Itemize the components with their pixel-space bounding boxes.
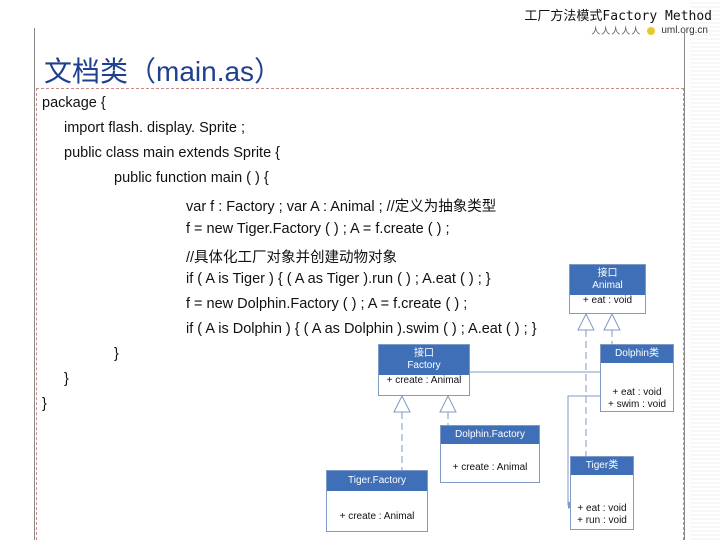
- code-line-8: if ( A is Tiger ) { ( A as Tiger ).run (…: [186, 271, 491, 287]
- uml-dolphin-factory-ops: + create : Animal: [452, 462, 528, 473]
- code-line-10: if ( A is Dolphin ) { ( A as Dolphin ).s…: [186, 321, 537, 337]
- code-line-5: var f : Factory ; var A : Animal ; //定义为…: [186, 199, 497, 215]
- factory-dependency-line: [470, 371, 605, 380]
- uml-dolphin-factory-class: Dolphin.Factory + create : Animal: [440, 425, 540, 483]
- uml-factory-ops: + create : Animal: [386, 375, 462, 386]
- code-line-4: public function main ( ) {: [114, 170, 269, 186]
- right-decor-strip: [690, 0, 720, 540]
- uml-animal-interface: 接口 Animal + eat : void: [569, 264, 646, 314]
- tigerfactory-realization-arrow: [393, 394, 411, 413]
- uml-animal-title: 接口 Animal: [570, 265, 645, 295]
- frame-right-line: [684, 28, 685, 540]
- code-line-9: f = new Dolphin.Factory ( ) ; A = f.crea…: [186, 296, 468, 312]
- uml-tiger-factory-title: Tiger.Factory: [327, 471, 427, 491]
- code-line-12: }: [64, 371, 69, 387]
- uml-dolphin-class: Dolphin类 + eat : void + swim : void: [600, 344, 674, 412]
- header-bar: 工厂方法模式Factory Method: [0, 0, 720, 26]
- code-line-2: import flash. display. Sprite ;: [64, 120, 246, 136]
- code-line-7: //具体化工厂对象并创建动物对象: [186, 250, 398, 266]
- code-line-13: }: [42, 396, 47, 412]
- uml-tiger-title: Tiger类: [571, 457, 633, 475]
- logo-dot-icon: [647, 26, 656, 35]
- logo-figures-icon: 人人人人人: [591, 26, 642, 36]
- dolphinfactory-realization-arrow: [439, 394, 457, 413]
- uml-dolphin-factory-title: Dolphin.Factory: [441, 426, 539, 444]
- dolphin-realization-arrow: [603, 312, 621, 331]
- page-title: 文档类（main.as）: [44, 56, 283, 87]
- frame-left-line: [34, 28, 35, 540]
- uml-dolphin-title: Dolphin类: [601, 345, 673, 363]
- code-line-3: public class main extends Sprite {: [64, 145, 280, 161]
- uml-tiger-factory-class: Tiger.Factory + create : Animal: [326, 470, 428, 532]
- tiger-realization-arrow: [577, 312, 595, 331]
- code-frame: [36, 88, 684, 540]
- uml-tiger-factory-ops: + create : Animal: [339, 511, 415, 522]
- code-line-11: }: [114, 346, 119, 362]
- slide-header-title: 工厂方法模式Factory Method: [524, 9, 712, 24]
- uml-tiger-ops: + eat : void + run : void: [577, 503, 627, 526]
- code-line-1: package {: [42, 95, 106, 111]
- uml-factory-title: 接口 Factory: [379, 345, 469, 375]
- uml-dolphin-ops: + eat : void + swim : void: [607, 387, 667, 410]
- uml-factory-interface: 接口 Factory + create : Animal: [378, 344, 470, 396]
- uml-animal-ops: + eat : void: [582, 295, 633, 306]
- code-line-6: f = new Tiger.Factory ( ) ; A = f.create…: [186, 221, 450, 237]
- uml-tiger-class: Tiger类 + eat : void + run : void: [570, 456, 634, 530]
